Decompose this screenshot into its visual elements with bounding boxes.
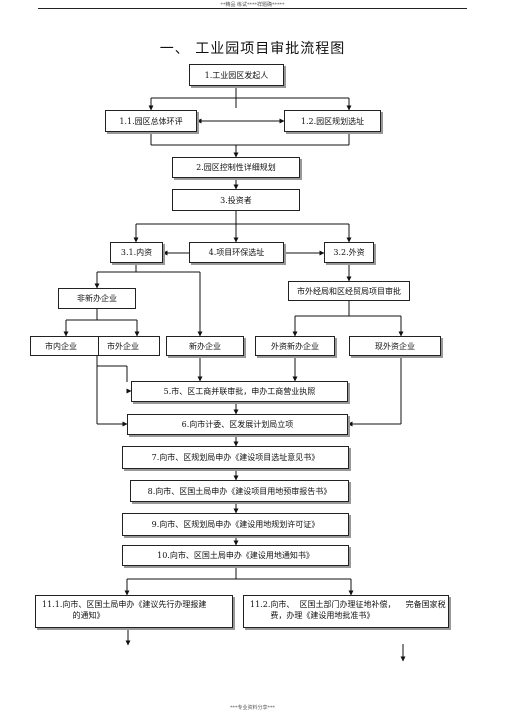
node-detailed-regulatory-plan: 2.园区控制性详细规划 [172,157,300,178]
node-land-approval: 11.2.向市、 区国土部门办理征地补偿， 完备国家税 费，办理《建设用地批准书… [243,595,449,628]
node-business-license: 5.市、区工商并联审批，申办工商营业执照 [131,381,348,402]
node-foreign-capital: 3.2.外资 [324,242,374,263]
node-domestic-capital: 3.1.内资 [110,242,163,263]
page-footer: ***专业资料分享*** [229,705,275,711]
node-land-notice: 10.向市、区国土局申办《建设用地通知书》 [122,545,349,566]
node-park-initiator: 1.工业园区发起人 [189,64,284,86]
node-city-outer-enterprise: 市外企业 [98,336,139,356]
node-new-enterprise: 新办企业 [166,336,244,356]
header-rule [38,8,467,9]
node-existing-foreign-enterprise: 现外资企业 [349,336,441,356]
node-land-planning-permit: 9.向市、区规划局申办《建设用地规划许可证》 [122,513,349,536]
node-environmental-site: 4.项目环保选址 [189,242,284,263]
node-site-opinion: 7.向市、区规划局申办《建设项目选址意见书》 [122,446,349,469]
node-non-new-enterprise: 非新办企业 [58,288,136,309]
node-foreign-trade-approval: 市外经局和区经贸局项目审批 [288,281,410,301]
node-park-planning-site: 1.2.园区规划选址 [284,110,381,132]
node-investor: 3.投资者 [172,189,300,211]
node-park-environmental-assessment: 1.1.园区总体环评 [105,110,197,132]
node-city-inner-enterprise: 市内企业 [30,336,160,356]
diagram-title: 一、 工业园项目审批流程图 [159,41,346,57]
node-foreign-new-enterprise: 外资新办企业 [255,336,335,356]
node-project-filing: 6.向市计委、区发展计划局立项 [127,414,348,435]
node-land-pre-review: 8.向市、区国土局申办《建设项目用地预审报告书》 [130,480,349,502]
node-pre-construction-notice: 11.1.向市、区国土局申办《建议先行办理报建 的通知》 [35,595,233,628]
page-header: **精品 练试****祥题确***** [220,2,285,8]
